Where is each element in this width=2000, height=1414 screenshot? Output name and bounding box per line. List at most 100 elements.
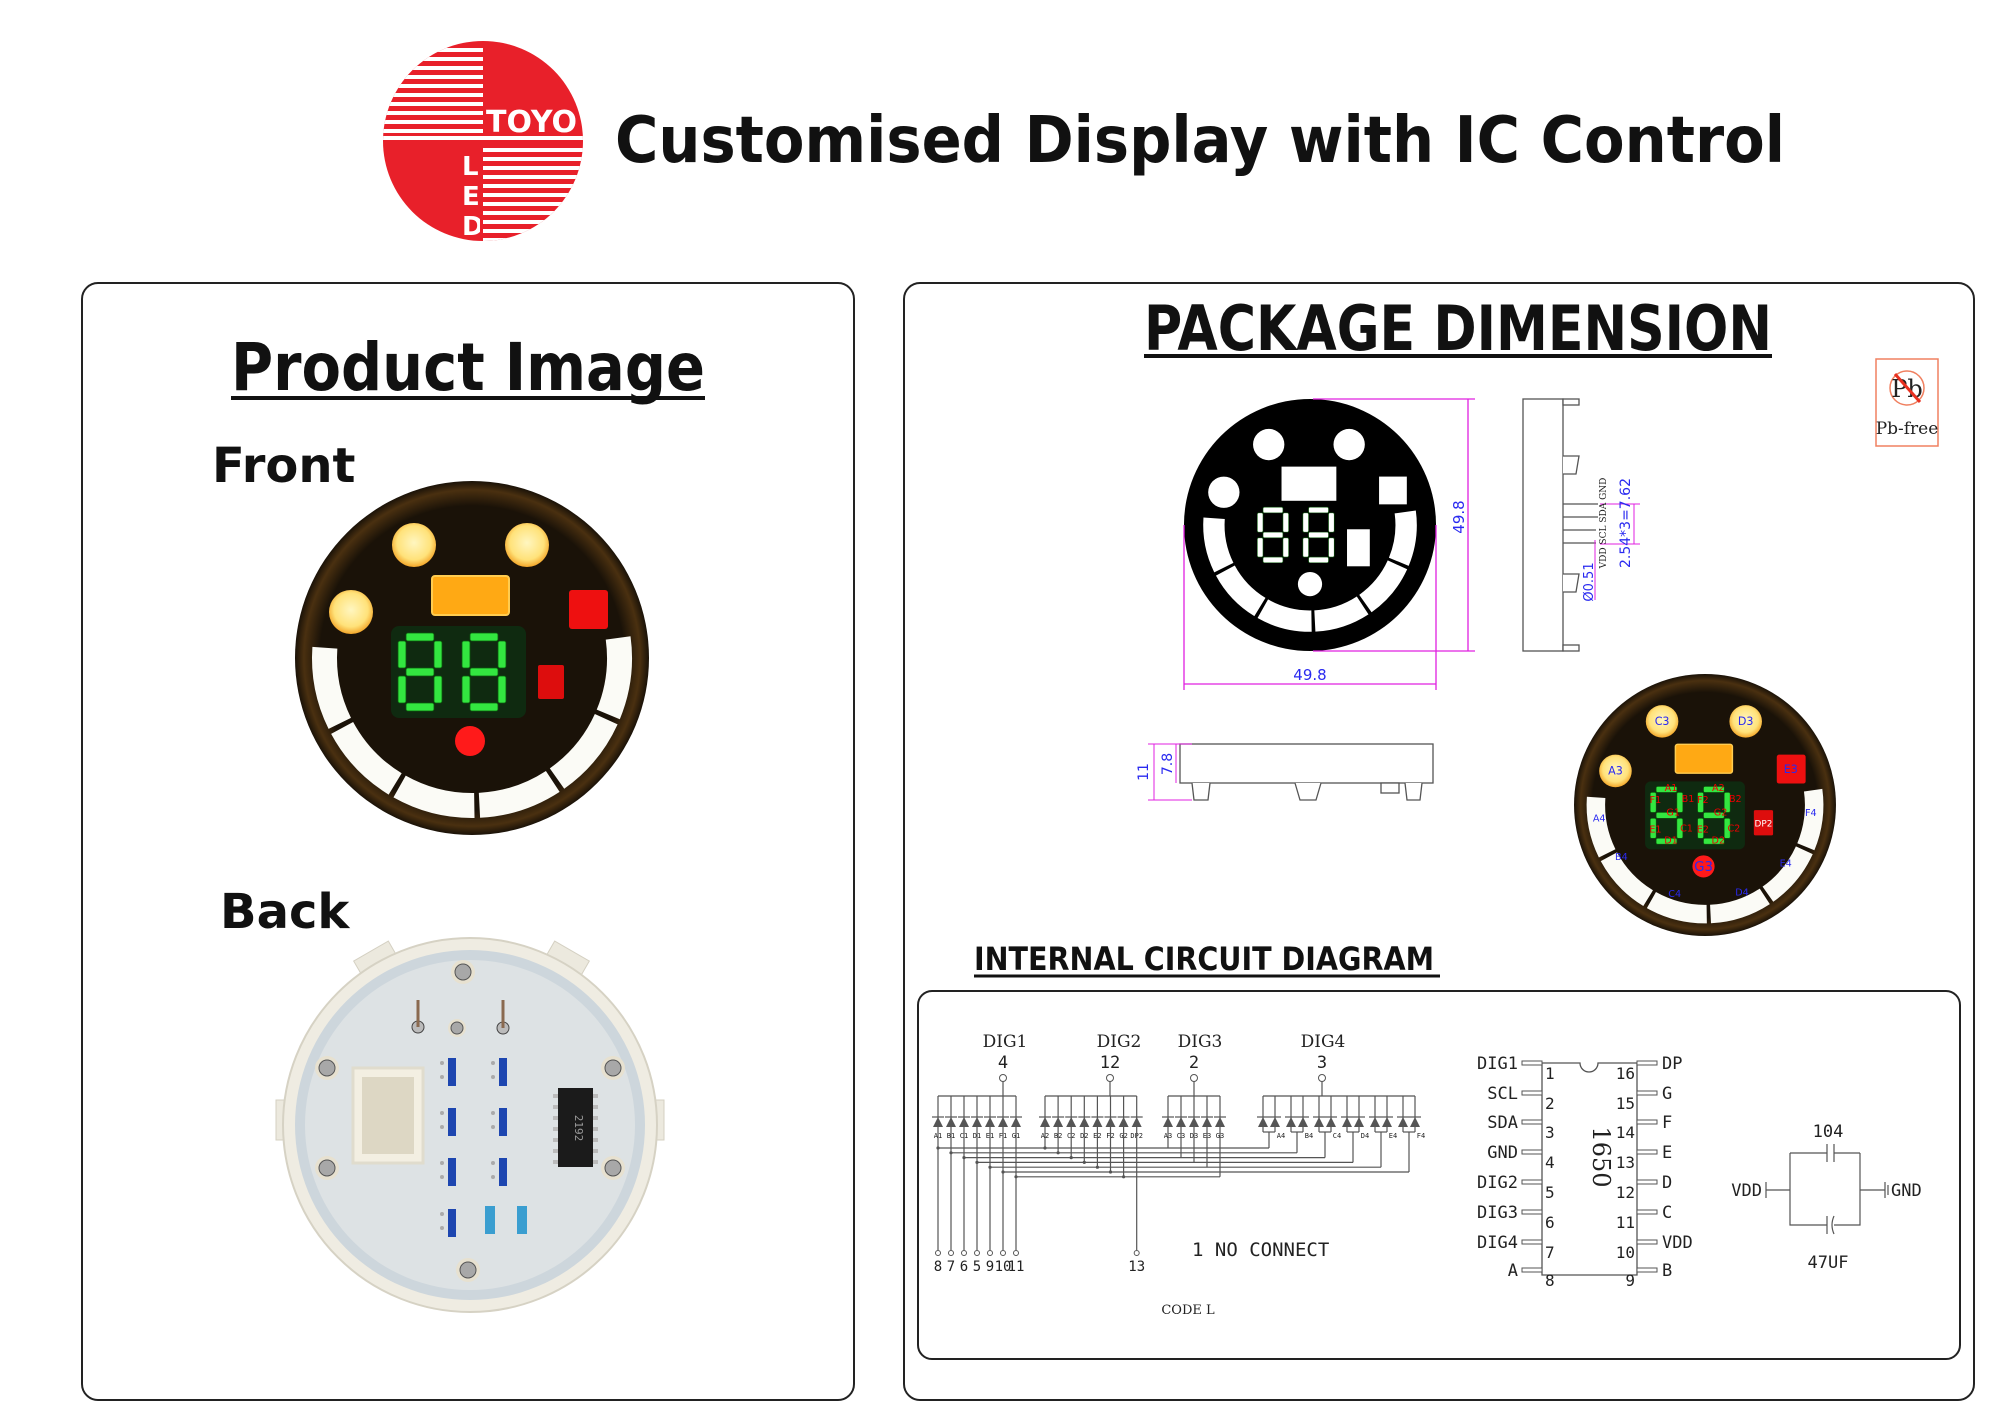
label-digit2-seg: A2 — [1712, 783, 1725, 794]
segment-a — [405, 632, 435, 642]
segment-label: B4 — [1305, 1132, 1313, 1140]
diode-icon — [1270, 1117, 1280, 1127]
diode-icon — [1202, 1117, 1212, 1127]
dp-pin-number: 13 — [1128, 1259, 1145, 1275]
pin-number: 10 — [995, 1259, 1012, 1275]
smd-component — [499, 1058, 507, 1086]
segment-g — [405, 667, 435, 677]
logo-stripe — [483, 157, 583, 161]
label-g3: G3 — [1694, 860, 1713, 875]
diode-icon — [972, 1117, 982, 1127]
ic-left-pin-label: DIG3 — [1477, 1203, 1518, 1223]
diode-icon — [1314, 1117, 1324, 1127]
segment-d — [1655, 838, 1678, 845]
segment-a — [469, 632, 499, 642]
segment-a — [1703, 786, 1725, 793]
solder-pad — [491, 1161, 495, 1165]
logo-letter: E — [462, 182, 480, 212]
logo-stripe — [483, 166, 583, 170]
label-digit1-seg: G1 — [1666, 807, 1680, 818]
diode-icon — [1258, 1117, 1268, 1127]
label-c3: C3 — [1655, 715, 1670, 728]
arc-segment — [478, 770, 560, 818]
ic-right-pin-number: 15 — [1616, 1094, 1635, 1113]
pin-lead — [1521, 1090, 1543, 1096]
solder-pad — [440, 1175, 444, 1179]
segment-f — [397, 640, 407, 669]
ic-right-pin-number: 10 — [1616, 1243, 1635, 1262]
diode-icon — [1092, 1117, 1103, 1127]
smd-component — [448, 1108, 456, 1136]
pin-names: VDD SCL SDA GND — [1599, 478, 1609, 570]
segment-f — [1697, 792, 1704, 813]
logo-letter: D — [462, 212, 484, 242]
segment-b — [1723, 792, 1731, 813]
ic-left-pin-number: 8 — [1545, 1271, 1555, 1290]
diode-icon — [1326, 1117, 1336, 1127]
pin-lead — [1521, 1209, 1543, 1215]
ic-right-pin-number: 13 — [1616, 1153, 1635, 1172]
pin-terminal — [1000, 1250, 1006, 1256]
logo-stripe — [383, 84, 483, 88]
ic-name: 1650 — [1587, 1126, 1615, 1187]
ic-left-pin-number: 7 — [1545, 1243, 1555, 1262]
page-title: Customised Display with IC Control — [615, 104, 1785, 178]
pin-lead — [1636, 1119, 1658, 1125]
pin-terminal — [974, 1250, 980, 1256]
diode-icon — [1079, 1117, 1090, 1127]
digit-common-label: DIG4 — [1301, 1032, 1346, 1052]
diode-icon — [1040, 1117, 1050, 1127]
label-digit2-seg: E2 — [1697, 824, 1709, 835]
ic-right-pin-label: B — [1662, 1261, 1672, 1281]
outline-arc-segment — [1359, 560, 1408, 613]
diode-icon — [1398, 1117, 1408, 1127]
digit-common-pin: 4 — [998, 1053, 1008, 1073]
segment-c — [433, 675, 443, 704]
diode-icon — [1011, 1117, 1021, 1127]
no-lead-slash-icon — [1893, 373, 1922, 403]
logo-stripe — [383, 129, 483, 133]
arc-segment — [1600, 852, 1653, 907]
pin-terminal — [935, 1250, 941, 1256]
arc-segment — [1710, 888, 1770, 924]
segment-label: A4 — [1277, 1132, 1285, 1140]
dimension-lines — [1183, 398, 1475, 690]
pin-terminal — [961, 1250, 967, 1256]
digit-common-label: DIG1 — [983, 1032, 1028, 1052]
pin-terminal — [1318, 1074, 1326, 1082]
smd-component — [448, 1058, 456, 1086]
logo-letter: L — [462, 152, 479, 182]
diode-icon — [946, 1117, 956, 1127]
outline-arc-segment — [1215, 565, 1266, 617]
logo-stripe — [483, 175, 583, 179]
digit-window — [391, 626, 526, 718]
ic-left-pin-number: 4 — [1545, 1153, 1555, 1172]
solder-pad — [491, 1125, 495, 1129]
outline-arc-segment — [1203, 517, 1234, 573]
solder-pad — [440, 1061, 444, 1065]
ic-left-pin-number: 3 — [1545, 1123, 1555, 1142]
segment-e — [1697, 818, 1704, 839]
ic-right-pin-label: G — [1662, 1084, 1672, 1104]
segment-c — [1328, 537, 1335, 558]
label-arc-2: C4 — [1668, 889, 1681, 900]
arc-segment — [312, 646, 351, 729]
pin-lead — [1521, 1119, 1543, 1125]
logo-stripe — [483, 229, 583, 233]
label-digit1-seg: C1 — [1680, 824, 1693, 835]
arc-segment — [1762, 846, 1813, 902]
segment-label: C4 — [1333, 1132, 1341, 1140]
segment-f — [1302, 512, 1309, 533]
pin-terminal — [1106, 1074, 1114, 1082]
label-digit1-seg: D1 — [1664, 835, 1678, 846]
screw — [318, 1159, 336, 1177]
ic-left-pin-number: 2 — [1545, 1094, 1555, 1113]
segment-f — [1257, 512, 1264, 533]
label-digit2-seg: C2 — [1727, 824, 1740, 835]
segment-f — [461, 640, 471, 669]
segment-b — [1676, 792, 1684, 813]
digit-common-label: DIG2 — [1097, 1032, 1142, 1052]
